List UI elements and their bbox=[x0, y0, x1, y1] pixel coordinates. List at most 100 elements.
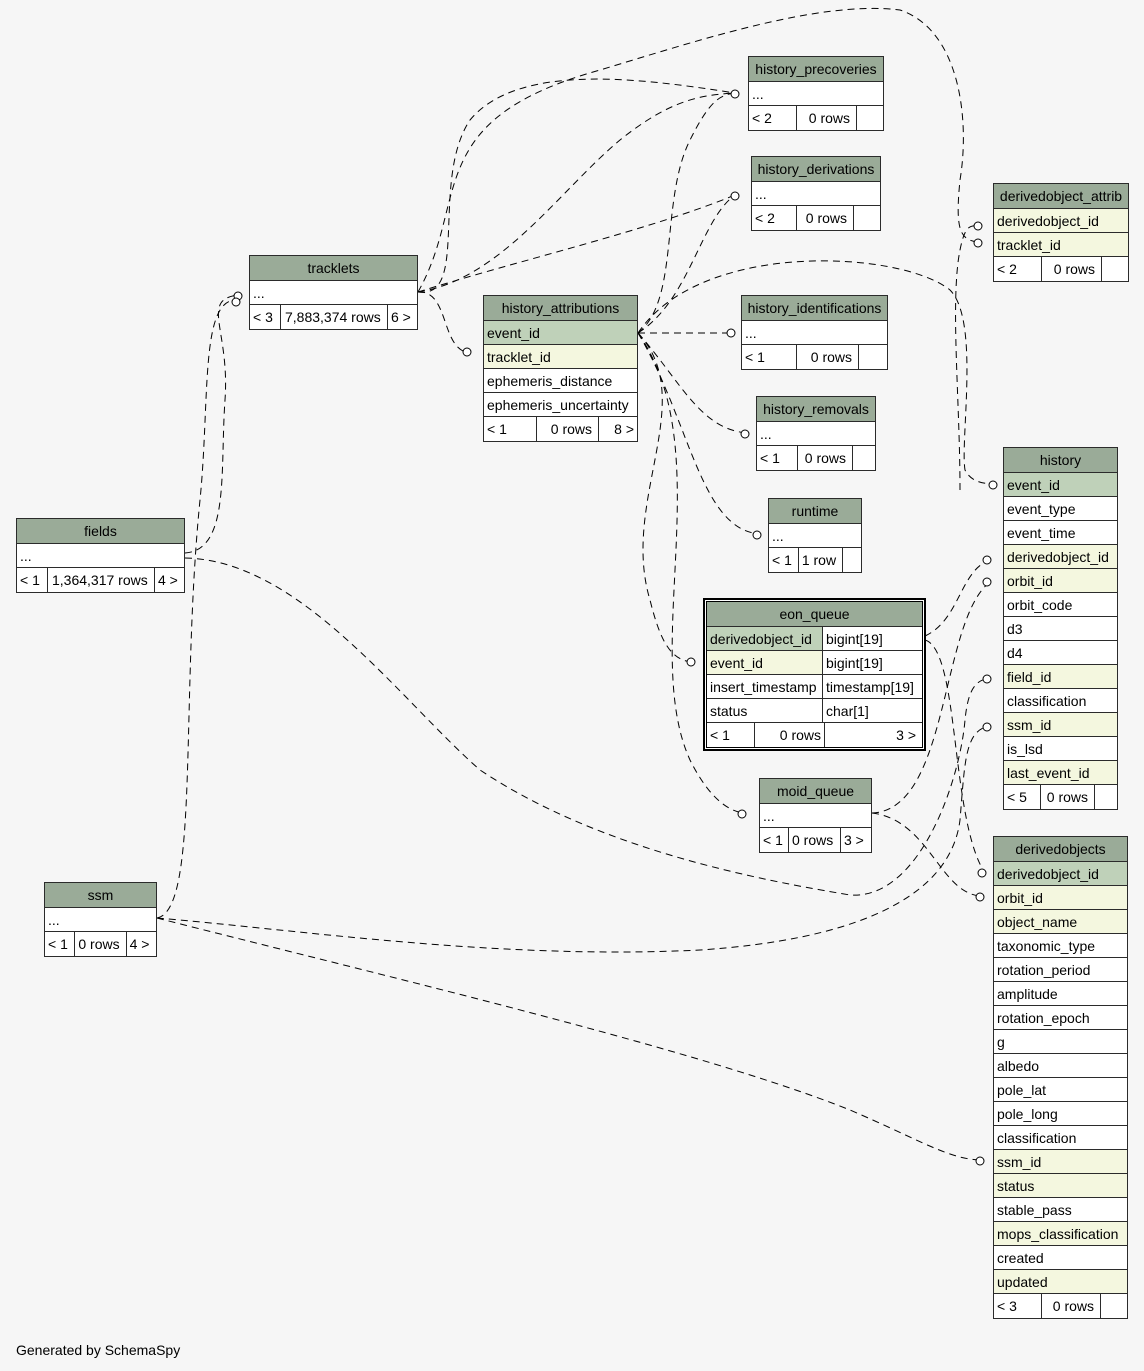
column-row: object_name bbox=[994, 910, 1127, 934]
table-history_identifications[interactable]: history_identifications ... < 1 0 rows bbox=[741, 295, 888, 370]
parents-link[interactable]: < 1 bbox=[742, 345, 797, 369]
row-count: 1,364,317 rows bbox=[48, 568, 155, 592]
table-footer: < 1 0 rows 3 > bbox=[707, 723, 922, 747]
children-link[interactable] bbox=[857, 106, 883, 130]
table-footer: < 1 0 rows 8 > bbox=[484, 417, 637, 441]
table-title: history_identifications bbox=[742, 296, 887, 321]
column-row: ... bbox=[742, 321, 887, 345]
column-row: field_id bbox=[1004, 665, 1117, 689]
table-history[interactable]: history event_id event_type event_time d… bbox=[1003, 447, 1118, 810]
generated-by-credit[interactable]: Generated by SchemaSpy bbox=[16, 1342, 181, 1358]
column-row: ... bbox=[760, 804, 871, 828]
parents-link[interactable]: < 2 bbox=[994, 257, 1042, 281]
row-count: 0 rows bbox=[537, 417, 599, 441]
table-title: fields bbox=[17, 519, 184, 544]
column-row: event_id bbox=[1004, 473, 1117, 497]
parents-link[interactable]: < 2 bbox=[749, 106, 797, 130]
row-count: 0 rows bbox=[789, 828, 841, 852]
children-link[interactable]: 3 > bbox=[896, 727, 916, 743]
table-footer: < 1 0 rows 3 > bbox=[760, 828, 871, 852]
children-link[interactable] bbox=[853, 446, 875, 470]
table-footer: < 3 0 rows bbox=[994, 1294, 1127, 1318]
children-link[interactable] bbox=[1101, 1294, 1127, 1318]
parents-link[interactable]: < 3 bbox=[250, 305, 281, 329]
row-count: 0 rows bbox=[1042, 257, 1102, 281]
parents-link[interactable]: < 1 bbox=[17, 568, 48, 592]
column-row: orbit_id bbox=[994, 886, 1127, 910]
row-count: 0 rows bbox=[797, 206, 854, 230]
column-row: ... bbox=[17, 544, 184, 568]
row-count: 0 rows bbox=[797, 345, 859, 369]
column-row: d4 bbox=[1004, 641, 1117, 665]
parents-link[interactable]: < 1 bbox=[757, 446, 798, 470]
table-title: history_attributions bbox=[484, 296, 637, 321]
table-moid_queue[interactable]: moid_queue ... < 1 0 rows 3 > bbox=[759, 778, 872, 853]
column-row: ephemeris_uncertainty bbox=[484, 393, 637, 417]
column-row: last_event_id bbox=[1004, 761, 1117, 785]
children-link[interactable]: 4 > bbox=[158, 572, 178, 588]
table-history_precoveries[interactable]: history_precoveries ... < 2 0 rows bbox=[748, 56, 884, 131]
table-title: runtime bbox=[769, 499, 861, 524]
parents-link[interactable]: < 5 bbox=[1004, 785, 1041, 809]
children-link[interactable] bbox=[854, 206, 880, 230]
children-link[interactable] bbox=[1102, 257, 1128, 281]
table-tracklets[interactable]: tracklets ... < 3 7,883,374 rows 6 > bbox=[249, 255, 418, 330]
table-title: derivedobject_attrib bbox=[994, 184, 1128, 209]
table-ssm[interactable]: ssm ... < 1 0 rows 4 > bbox=[44, 882, 157, 957]
column-row: derivedobject_id bbox=[994, 862, 1127, 886]
column-row: pole_lat bbox=[994, 1078, 1127, 1102]
table-history_removals[interactable]: history_removals ... < 1 0 rows bbox=[756, 396, 876, 471]
children-link[interactable] bbox=[1095, 785, 1117, 809]
children-link[interactable] bbox=[843, 548, 861, 572]
column-row: created bbox=[994, 1246, 1127, 1270]
parents-link[interactable]: < 1 bbox=[760, 828, 789, 852]
column-row: ... bbox=[752, 182, 880, 206]
table-history_attributions[interactable]: history_attributions event_id tracklet_i… bbox=[483, 295, 638, 442]
table-title: history_precoveries bbox=[749, 57, 883, 82]
children-link[interactable]: 6 > bbox=[391, 309, 411, 325]
parents-link[interactable]: < 1 bbox=[484, 417, 537, 441]
parents-link[interactable]: < 1 bbox=[45, 932, 76, 956]
column-row: ... bbox=[757, 422, 875, 446]
table-derivedobjects[interactable]: derivedobjects derivedobject_id orbit_id… bbox=[993, 836, 1128, 1319]
column-row: tracklet_id bbox=[994, 233, 1128, 257]
table-fields[interactable]: fields ... < 1 1,364,317 rows 4 > bbox=[16, 518, 185, 593]
column-row: derivedobject_id bbox=[994, 209, 1128, 233]
table-history_derivations[interactable]: history_derivations ... < 2 0 rows bbox=[751, 156, 881, 231]
column-row: event_time bbox=[1004, 521, 1117, 545]
table-footer: < 5 0 rows bbox=[1004, 785, 1117, 809]
parents-link[interactable]: < 2 bbox=[752, 206, 797, 230]
parents-link[interactable]: < 3 bbox=[994, 1294, 1042, 1318]
column-row: ssm_id bbox=[1004, 713, 1117, 737]
column-row: classification bbox=[994, 1126, 1127, 1150]
column-row: d3 bbox=[1004, 617, 1117, 641]
column-row: tracklet_id bbox=[484, 345, 637, 369]
table-derivedobject_attrib[interactable]: derivedobject_attrib derivedobject_id tr… bbox=[993, 183, 1129, 282]
row-count: 7,883,374 rows bbox=[281, 305, 388, 329]
column-row: status bbox=[994, 1174, 1127, 1198]
column-row: orbit_code bbox=[1004, 593, 1117, 617]
table-title: history_removals bbox=[757, 397, 875, 422]
column-row: taxonomic_type bbox=[994, 934, 1127, 958]
row-count: 0 rows bbox=[1042, 1294, 1101, 1318]
table-title: history_derivations bbox=[752, 157, 880, 182]
children-link[interactable]: 3 > bbox=[844, 832, 864, 848]
table-footer: < 1 1 row bbox=[769, 548, 861, 572]
children-link[interactable]: 4 > bbox=[129, 936, 150, 952]
column-row: ... bbox=[749, 82, 883, 106]
parents-link[interactable]: < 1 bbox=[769, 548, 799, 572]
parents-link[interactable]: < 1 bbox=[707, 723, 755, 747]
children-link[interactable] bbox=[859, 345, 887, 369]
table-footer: < 1 0 rows 4 > bbox=[45, 932, 156, 956]
table-title: ssm bbox=[45, 883, 156, 908]
table-runtime[interactable]: runtime ... < 1 1 row bbox=[768, 498, 862, 573]
column-row: event_type bbox=[1004, 497, 1117, 521]
table-footer: < 1 0 rows bbox=[742, 345, 887, 369]
row-count: 0 rows bbox=[755, 723, 825, 747]
column-row: rotation_epoch bbox=[994, 1006, 1127, 1030]
children-link[interactable]: 8 > bbox=[614, 421, 634, 437]
